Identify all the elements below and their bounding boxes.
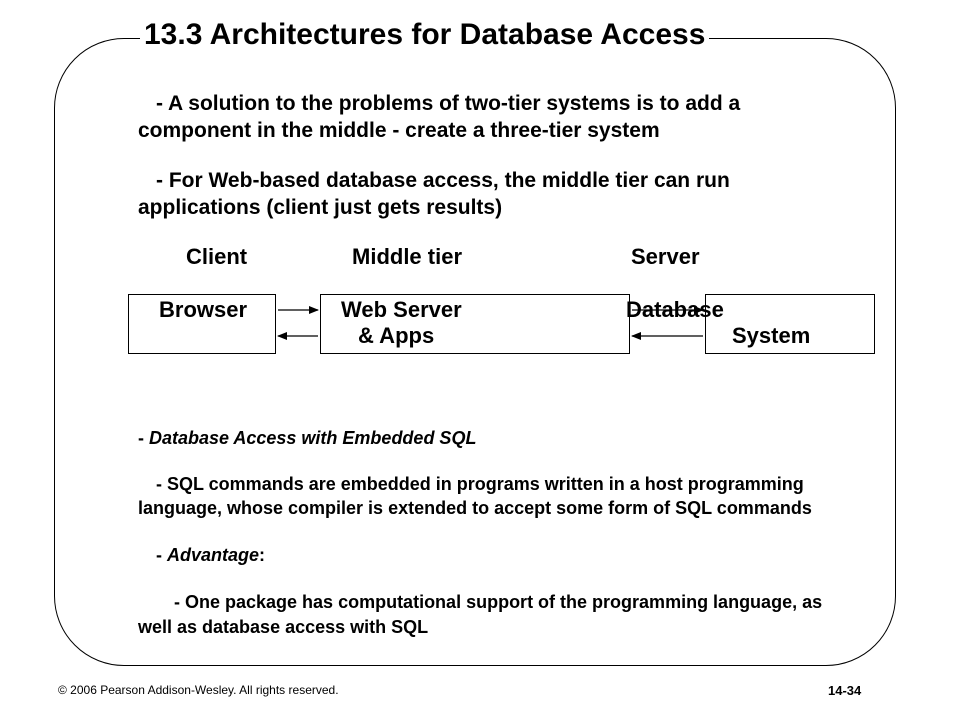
bullet-web-access-line1: - For Web-based database access, the mid… <box>156 169 730 192</box>
tier-label-server: Server <box>631 244 700 269</box>
tier-label-client: Client <box>186 244 248 269</box>
advantage-heading: - Advantage: <box>156 545 266 565</box>
copyright-notice: © 2006 Pearson Addison-Wesley. All right… <box>58 683 339 697</box>
web-apps-label: & Apps <box>358 323 435 348</box>
web-server-label: Web Server <box>341 297 462 322</box>
sql-commands-line1: - SQL commands are embedded in programs … <box>156 474 804 494</box>
database-box <box>705 294 875 354</box>
bullet-web-access-line2: applications (client just gets results) <box>138 196 503 219</box>
package-line1: - One package has computational support … <box>174 592 823 612</box>
browser-label: Browser <box>159 297 248 322</box>
embedded-sql-heading: - Database Access with Embedded SQL <box>138 428 477 448</box>
bullet-three-tier-line2: component in the middle - create a three… <box>138 119 660 142</box>
tier-label-middle: Middle tier <box>352 244 463 269</box>
bullet-three-tier-line1: - A solution to the problems of two-tier… <box>156 92 741 115</box>
sql-commands-line2: language, whose compiler is extended to … <box>138 498 812 518</box>
browser-box <box>128 294 276 354</box>
slide-title: 13.3 Architectures for Database Access <box>140 18 710 52</box>
package-line2: well as database access with SQL <box>138 617 429 637</box>
page-number: 14-34 <box>828 683 862 698</box>
web-server-box <box>320 294 630 354</box>
database-system-label: System <box>732 323 811 348</box>
